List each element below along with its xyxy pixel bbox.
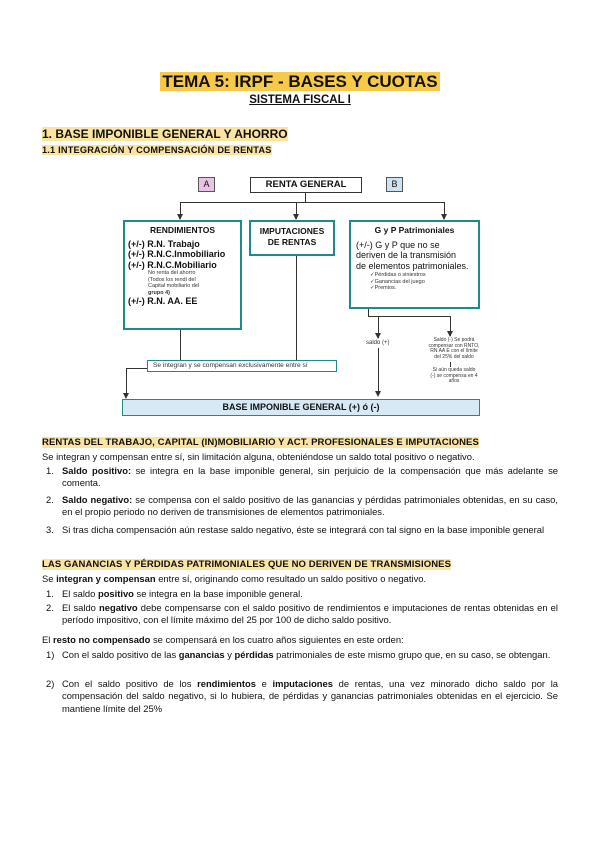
arrow-icon: [440, 214, 447, 220]
connector: [296, 256, 297, 368]
rentas-heading: RENTAS DEL TRABAJO, CAPITAL (IN)MOBILIAR…: [42, 437, 479, 448]
resto-paragraph: El resto no compensado se compensará en …: [42, 634, 404, 645]
connector: [450, 316, 451, 336]
connector: [378, 348, 379, 392]
saldo-restante-note: Si aún queda saldo (-) se compensa en 4 …: [430, 367, 478, 385]
list-number: 2): [46, 678, 55, 689]
list-item: El saldo negativo debe compensarse con e…: [62, 602, 558, 626]
connector: [126, 368, 127, 396]
page-subtitle: SISTEMA FISCAL I: [249, 94, 351, 106]
arrow-icon: [122, 393, 129, 399]
renta-general-box: RENTA GENERAL: [250, 177, 362, 193]
gyp-box: G y P Patrimoniales (+/-) G y P que no s…: [349, 220, 480, 309]
connector: [180, 202, 444, 203]
arrow-icon: [446, 331, 453, 337]
arrow-icon: [374, 333, 381, 339]
connector: [305, 193, 306, 202]
list-item: Con el saldo positivo de las ganancias y…: [62, 649, 551, 660]
connector: [450, 362, 451, 367]
list-number: 3.: [46, 524, 54, 535]
rentas-intro: Se integran y compensan entre sí, sin li…: [42, 451, 475, 462]
list-item: Si tras dicha compensación aún restase s…: [62, 524, 545, 535]
connector: [368, 316, 450, 317]
list-number: 1): [46, 649, 55, 660]
connector: [378, 316, 379, 338]
saldo-positivo-label: saldo (+): [366, 340, 390, 346]
imputaciones-box: IMPUTACIONES DE RENTAS: [249, 220, 335, 256]
compensan-box: Se integran y se compensan exclusivament…: [147, 360, 337, 372]
arrow-icon: [374, 391, 381, 397]
list-number: 2.: [46, 494, 54, 505]
tag-b: B: [386, 177, 403, 192]
ganancias-heading: LAS GANANCIAS Y PÉRDIDAS PATRIMONIALES Q…: [42, 559, 452, 570]
list-number: 2.: [46, 602, 54, 613]
connector: [368, 309, 369, 316]
list-item: Saldo positivo: se integra en la base im…: [62, 465, 558, 489]
list-item: Con el saldo positivo de los rendimiento…: [62, 678, 558, 714]
saldo-negativo-note: Saldo (-) Se podrá compensar con RNTO, R…: [428, 337, 480, 360]
list-item: Saldo negativo: se compensa con el saldo…: [62, 494, 558, 518]
connector: [180, 202, 181, 219]
section-subheading: 1.1 INTEGRACIÓN Y COMPENSACIÓN DE RENTAS: [42, 145, 272, 155]
page-title: TEMA 5: IRPF - BASES Y CUOTAS: [160, 72, 440, 91]
list-number: 1.: [46, 588, 54, 599]
connector: [296, 202, 297, 219]
section-heading: 1. BASE IMPONIBLE GENERAL Y AHORRO: [42, 127, 288, 141]
list-item: El saldo positivo se integra en la base …: [62, 588, 303, 599]
connector: [180, 330, 181, 368]
list-number: 1.: [46, 465, 54, 476]
base-imponible-box: BASE IMPONIBLE GENERAL (+) ó (-): [122, 399, 480, 416]
connector: [444, 202, 445, 219]
tag-a: A: [198, 177, 215, 192]
arrow-icon: [176, 214, 183, 220]
ganancias-intro: Se integran y compensan entre sí, origin…: [42, 573, 427, 584]
arrow-icon: [292, 214, 299, 220]
rendimientos-box: RENDIMIENTOS (+/-) R.N. Trabajo (+/-) R.…: [123, 220, 242, 330]
